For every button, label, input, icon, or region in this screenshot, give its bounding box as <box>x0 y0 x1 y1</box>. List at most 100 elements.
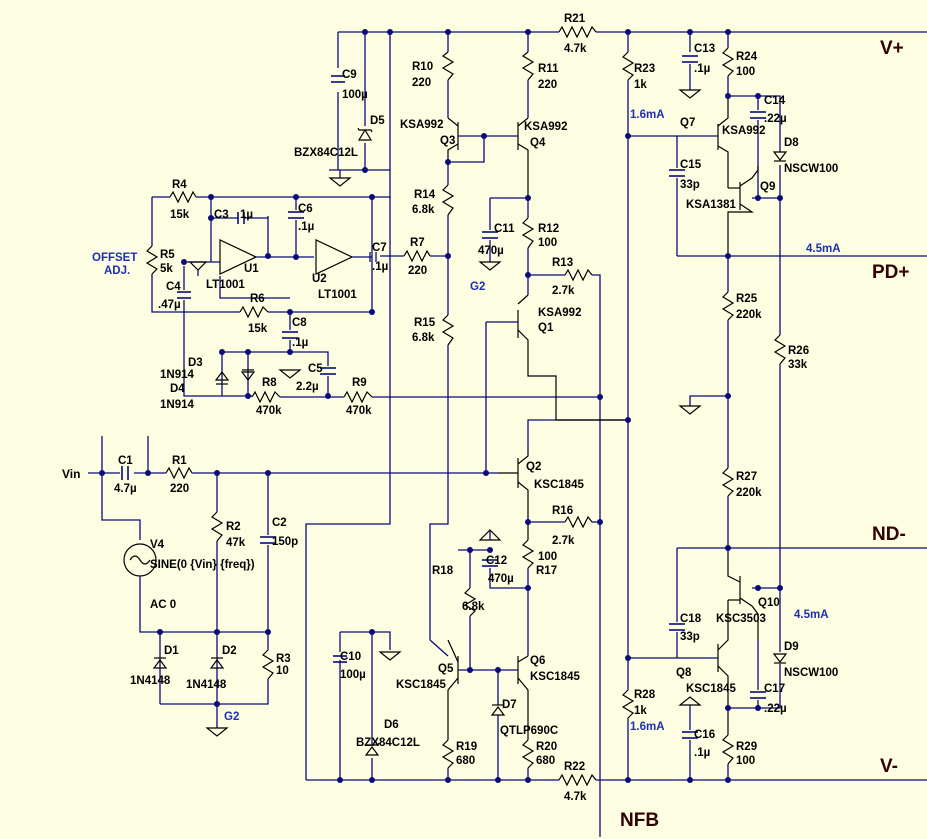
r25-value: 220k <box>736 309 762 321</box>
r16-name: R16 <box>552 505 573 517</box>
q2-value: KSC1845 <box>534 479 584 491</box>
r4-value: 15k <box>170 209 190 221</box>
d3-value: 1N914 <box>160 369 194 381</box>
c15-name: C15 <box>680 159 702 171</box>
c6-value: .1µ <box>298 221 314 233</box>
c18-value: 33p <box>680 631 700 643</box>
q1-name: Q1 <box>538 322 554 334</box>
q9-value: KSA1381 <box>686 199 736 211</box>
v4-name: V4 <box>150 539 165 551</box>
r21-value: 4.7k <box>564 43 587 55</box>
r13-name: R13 <box>552 257 573 269</box>
net-labels: V+ PD+ ND- V- NFB Vin G2 G2 OFFSET ADJ. … <box>62 38 910 831</box>
rail-wires <box>306 31 927 781</box>
c7-value: .1µ <box>372 261 388 273</box>
c2-value: 150p <box>272 536 298 548</box>
c8-name: C8 <box>292 317 307 329</box>
net-vin: Vin <box>62 467 80 481</box>
r9-value: 470k <box>346 405 372 417</box>
q6-name: Q6 <box>530 655 545 667</box>
c16-name: C16 <box>694 729 715 741</box>
q10-value: KSC3503 <box>716 613 766 625</box>
c11-name: C11 <box>494 223 515 235</box>
current-2: 4.5mA <box>806 243 841 255</box>
r3-value: 10 <box>276 665 289 677</box>
q3-value: KSA992 <box>400 119 443 131</box>
q7-name: Q7 <box>680 117 695 129</box>
mirror-q3-q4 <box>429 32 529 640</box>
c12-name: C12 <box>486 555 507 567</box>
r29-name: R29 <box>736 741 757 753</box>
c11-value: 470µ <box>478 245 504 257</box>
r19-value: 680 <box>456 755 475 767</box>
lower-vas <box>627 420 788 780</box>
r27-name: R27 <box>736 471 757 483</box>
r15-name: R15 <box>414 317 436 329</box>
q4-name: Q4 <box>530 137 546 149</box>
c13-name: C13 <box>694 43 715 55</box>
r7-value: 220 <box>408 265 427 277</box>
c12-value: 470µ <box>488 573 514 585</box>
r21-name: R21 <box>564 13 586 25</box>
r28-name: R28 <box>634 689 656 701</box>
c5-value: 2.2µ <box>296 381 319 393</box>
u1-name: U1 <box>244 263 259 275</box>
r14-name: R14 <box>414 189 436 201</box>
q6-value: KSC1845 <box>530 671 580 683</box>
servo-opamps <box>151 196 600 398</box>
r27-value: 220k <box>736 487 762 499</box>
r1-name: R1 <box>172 455 187 467</box>
c8-value: .1µ <box>292 337 308 349</box>
net-ndminus: ND- <box>872 524 906 545</box>
r4-name: R4 <box>172 179 187 191</box>
r15-value: 6.8k <box>412 332 435 344</box>
net-vplus: V+ <box>880 38 904 59</box>
junction-dots <box>99 29 783 783</box>
r7-name: R7 <box>410 237 425 249</box>
resistor-bodies <box>145 25 787 787</box>
top-supply-block <box>328 32 391 198</box>
d5-name: D5 <box>370 115 385 127</box>
q5-q6 <box>333 631 529 780</box>
d1-value: 1N4148 <box>130 675 171 687</box>
d2-value: 1N4148 <box>186 679 227 691</box>
r2-name: R2 <box>226 521 241 533</box>
q1-value: KSA992 <box>538 307 581 319</box>
input-section <box>88 197 498 780</box>
r20-value: 680 <box>536 755 555 767</box>
r16-value: 2.7k <box>552 535 575 547</box>
c4-value: .47µ <box>158 299 181 311</box>
q3-name: Q3 <box>440 135 455 147</box>
c17-value: .22µ <box>764 703 787 715</box>
d6-value: BZX84C12L <box>356 737 420 749</box>
d8-name: D8 <box>784 137 799 149</box>
c14-name: C14 <box>764 95 786 107</box>
c14-value: .22µ <box>764 113 787 125</box>
r9-name: R9 <box>352 377 367 389</box>
r17-name: R17 <box>536 565 557 577</box>
r10-name: R10 <box>412 61 433 73</box>
r12-name: R12 <box>538 223 559 235</box>
c1-value: 4.7µ <box>114 483 137 495</box>
d7-value: QTLP690C <box>500 725 558 737</box>
r13-value: 2.7k <box>552 285 575 297</box>
r22-name: R22 <box>564 761 585 773</box>
r1-value: 220 <box>170 483 189 495</box>
r3-name: R3 <box>276 653 291 665</box>
c3-name: C3 <box>214 209 229 221</box>
current-4: 1.6mA <box>630 721 665 733</box>
r11-name: R11 <box>538 63 559 75</box>
r6-value: 15k <box>248 323 268 335</box>
c9-value: 100µ <box>342 89 368 101</box>
net-g2-a: G2 <box>470 281 485 293</box>
v4-ac: AC 0 <box>150 599 176 611</box>
r12-value: 100 <box>538 237 557 249</box>
c3-value: 1µ <box>240 209 253 221</box>
d4-value: 1N914 <box>160 399 194 411</box>
r8-name: R8 <box>262 377 277 389</box>
c6-name: C6 <box>298 203 313 215</box>
r5-name: R5 <box>160 249 175 261</box>
r26-name: R26 <box>788 345 809 357</box>
c2-name: C2 <box>272 517 287 529</box>
r25-name: R25 <box>736 293 758 305</box>
